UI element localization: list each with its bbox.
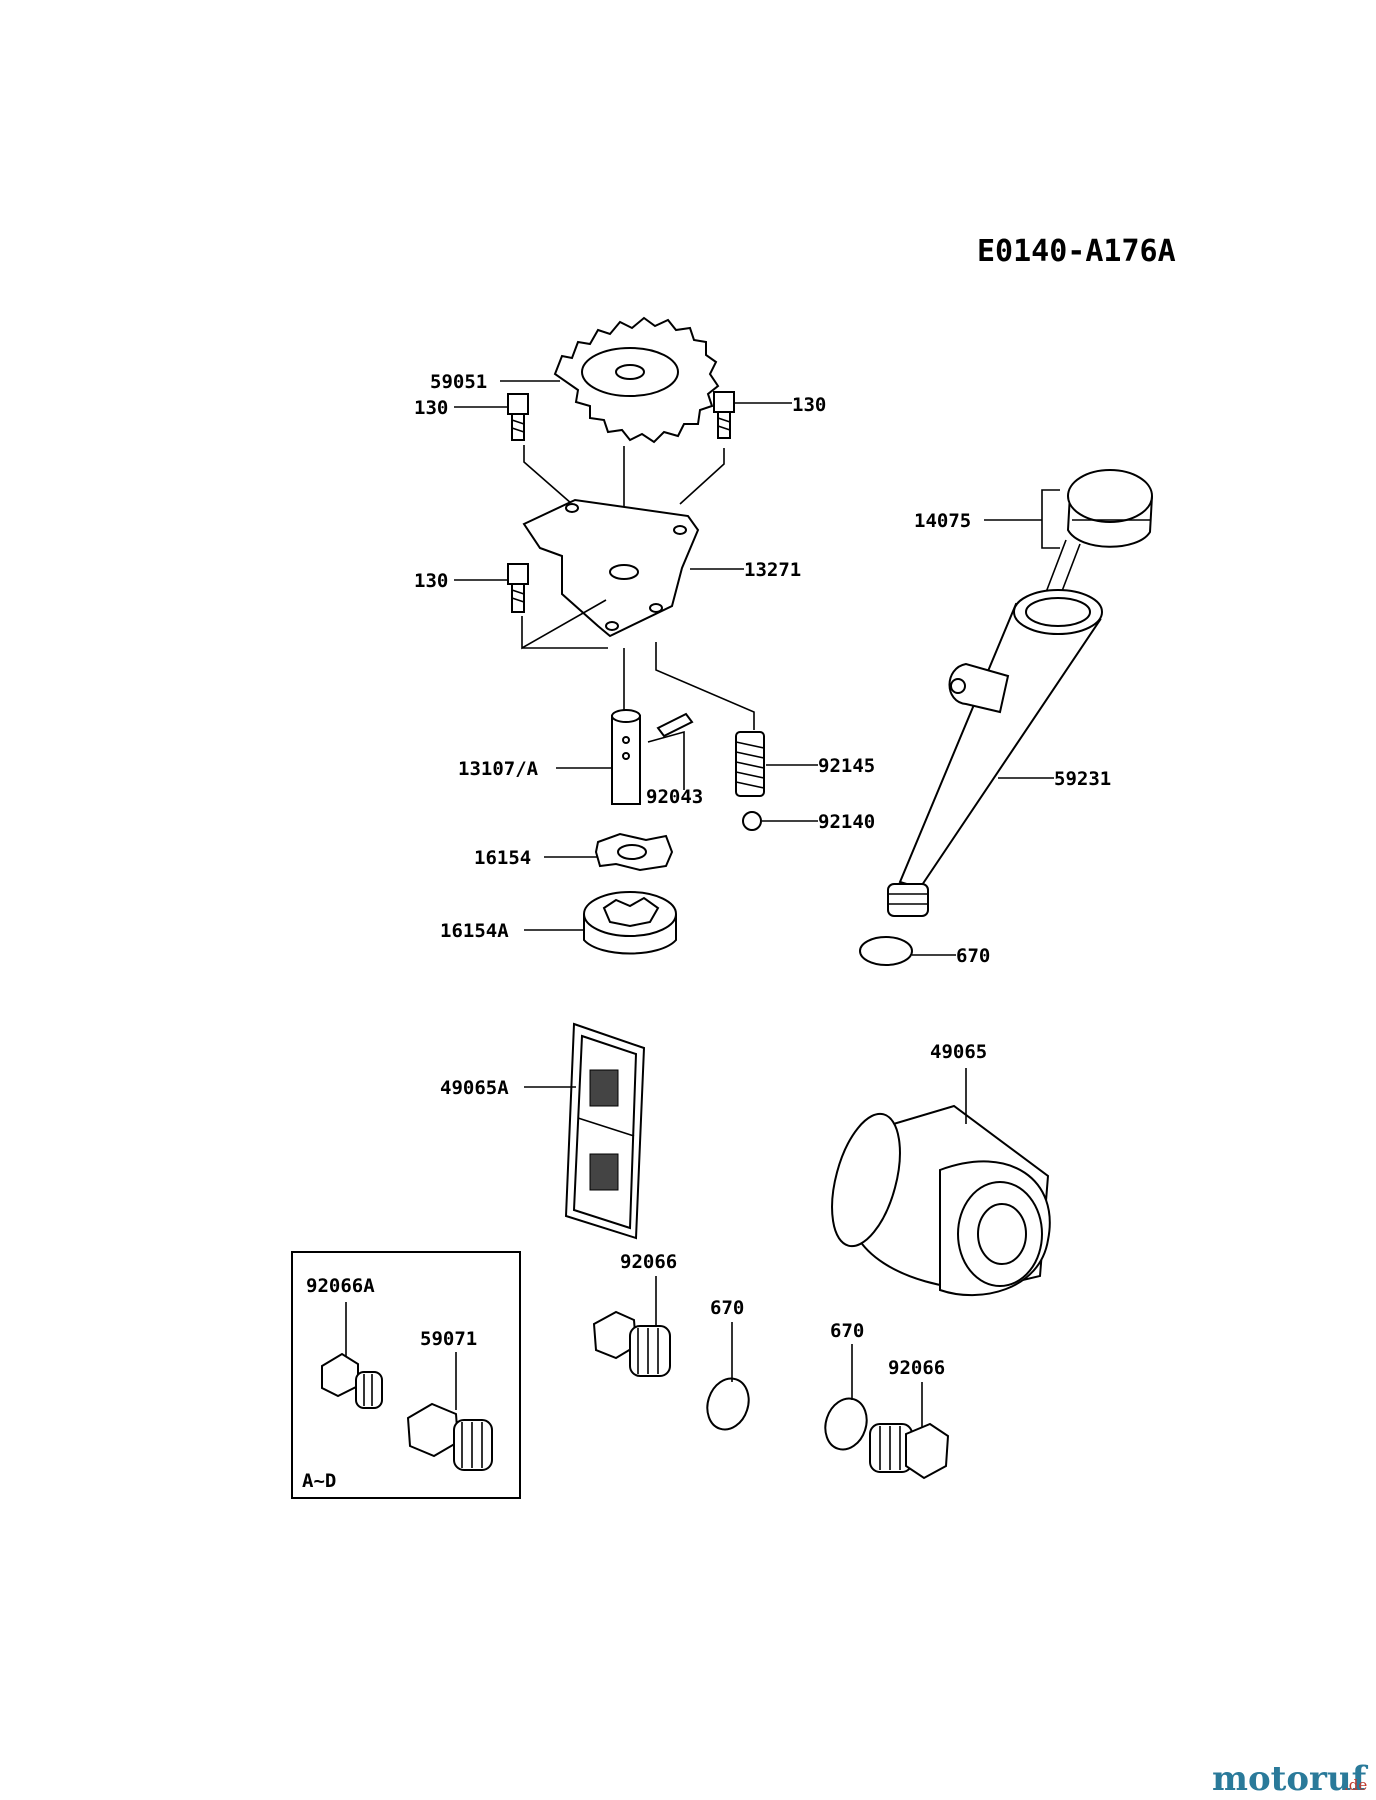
plug-92066A — [321, 1352, 383, 1409]
spring-92145 — [735, 731, 765, 797]
label-92066-b: 92066 — [888, 1357, 945, 1379]
bolt-130-right — [713, 391, 735, 439]
outer-rotor-16154A — [583, 891, 677, 955]
plate-13271 — [522, 498, 700, 638]
label-92043: 92043 — [646, 786, 703, 808]
oil-filter-49065 — [831, 1104, 1051, 1297]
label-16154: 16154 — [474, 847, 531, 869]
plug-92066-b — [869, 1422, 950, 1480]
o-ring-670-a — [859, 936, 913, 966]
label-14075: 14075 — [914, 510, 971, 532]
shaft-13107 — [611, 709, 641, 805]
o-ring-670-b — [706, 1377, 750, 1431]
o-ring-670-c — [824, 1397, 868, 1451]
label-92145: 92145 — [818, 755, 875, 777]
oil-tube-59231 — [887, 589, 1103, 917]
label-670-b: 670 — [710, 1297, 744, 1319]
watermark-brand: motoruf — [1212, 1759, 1369, 1799]
bolt-130-lower — [507, 563, 529, 613]
label-59051: 59051 — [430, 371, 487, 393]
label-49065A: 49065A — [440, 1077, 509, 1099]
watermark-suffix: .de — [1344, 1776, 1367, 1794]
label-92140: 92140 — [818, 811, 875, 833]
label-130-a: 130 — [414, 397, 448, 419]
label-92066-a: 92066 — [620, 1251, 677, 1273]
label-13271: 13271 — [744, 559, 801, 581]
label-13107: 13107/A — [458, 758, 539, 780]
label-670-a: 670 — [956, 945, 990, 967]
dipstick-14075 — [1039, 469, 1153, 613]
bolt-130-left — [507, 393, 529, 441]
label-130-b: 130 — [792, 394, 826, 416]
inner-rotor-16154 — [594, 832, 674, 872]
label-59231: 59231 — [1054, 768, 1111, 790]
ball-92140 — [742, 811, 762, 831]
screen-49065A — [564, 1022, 646, 1240]
inset-box — [291, 1251, 521, 1499]
plug-59071 — [406, 1402, 493, 1471]
inset-note: A~D — [302, 1470, 336, 1492]
label-16154A: 16154A — [440, 920, 509, 942]
diagram-code: E0140-A176A — [977, 234, 1176, 269]
label-130-c: 130 — [414, 570, 448, 592]
plug-92066-a — [592, 1310, 671, 1377]
label-49065: 49065 — [930, 1041, 987, 1063]
watermark-logo: motoruf .de — [1212, 1759, 1369, 1799]
gear-59051 — [553, 316, 720, 444]
label-92066A: 92066A — [306, 1275, 375, 1297]
label-670-c: 670 — [830, 1320, 864, 1342]
label-59071: 59071 — [420, 1328, 477, 1350]
pin-92043 — [656, 712, 694, 738]
